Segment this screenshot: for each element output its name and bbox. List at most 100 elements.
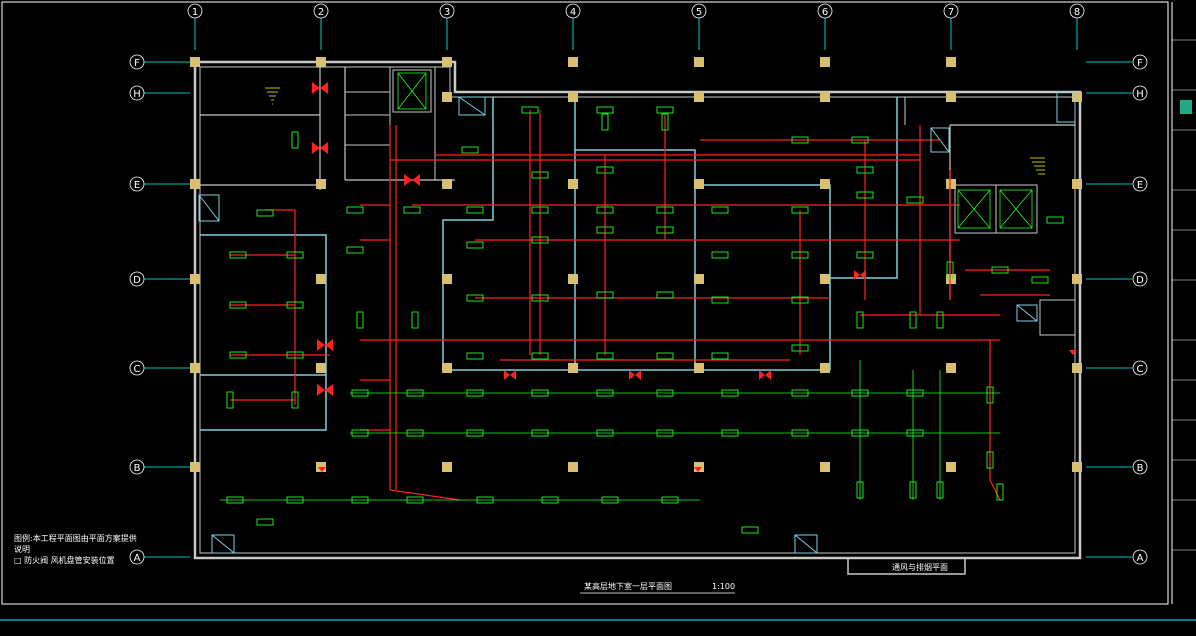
air-outlet-vertical	[986, 451, 994, 469]
air-outlet	[721, 429, 739, 437]
air-outlet	[656, 352, 674, 360]
air-outlet	[229, 351, 247, 359]
air-outlet	[351, 429, 369, 437]
air-outlet	[656, 206, 674, 214]
air-outlet	[531, 294, 549, 302]
air-outlet	[851, 389, 869, 397]
column	[442, 179, 452, 189]
axis-bubble	[439, 3, 455, 19]
air-outlet	[461, 146, 479, 154]
air-outlet	[541, 496, 559, 504]
stair	[265, 87, 1045, 175]
air-outlet	[711, 296, 729, 304]
column	[442, 462, 452, 472]
air-outlet-vertical	[291, 391, 299, 409]
air-outlet	[596, 389, 614, 397]
air-outlet	[791, 251, 809, 259]
column	[946, 57, 956, 67]
axis-bubble	[187, 3, 203, 19]
air-outlet	[1031, 276, 1049, 284]
column	[694, 92, 704, 102]
axis-label: 4	[570, 7, 576, 18]
column	[190, 179, 200, 189]
axis-label: B	[1137, 463, 1144, 474]
note-line-2: 说明	[14, 544, 30, 554]
air-outlet	[476, 496, 494, 504]
air-outlet	[596, 429, 614, 437]
air-outlet	[531, 429, 549, 437]
column	[190, 363, 200, 373]
air-outlet	[226, 496, 244, 504]
axis-bubble	[129, 549, 145, 565]
axis-label: C	[1137, 364, 1144, 375]
air-outlet	[711, 251, 729, 259]
air-outlet-vertical	[356, 311, 364, 329]
air-outlet-vertical	[291, 131, 299, 149]
column	[1072, 92, 1082, 102]
legend-note: □ 防火阀 风机盘管安装位置	[14, 555, 115, 565]
air-outlet	[466, 389, 484, 397]
axis-label: 8	[1074, 7, 1080, 18]
column	[316, 363, 326, 373]
axis-bubble	[129, 360, 145, 376]
air-outlet	[711, 206, 729, 214]
air-outlet-vertical	[936, 481, 944, 499]
note-line-1: 图例:本工程平面图由平面方案提供	[14, 533, 137, 543]
column	[316, 274, 326, 284]
axis-bubble	[691, 3, 707, 19]
air-outlet	[256, 518, 274, 526]
air-outlet	[466, 294, 484, 302]
air-outlet	[656, 226, 674, 234]
air-outlet	[656, 106, 674, 114]
column	[694, 57, 704, 67]
air-outlet	[856, 166, 874, 174]
structural-columns	[190, 57, 1082, 472]
axis-bubble	[1132, 54, 1148, 70]
column	[946, 92, 956, 102]
air-outlet	[286, 251, 304, 259]
air-outlet	[791, 344, 809, 352]
air-outlet	[286, 351, 304, 359]
air-outlet	[851, 136, 869, 144]
air-outlet	[466, 429, 484, 437]
air-outlet	[856, 251, 874, 259]
air-outlet-vertical	[996, 483, 1004, 501]
drawing-scale: 1:100	[712, 582, 735, 591]
air-outlet	[596, 106, 614, 114]
air-outlet-vertical	[661, 113, 669, 131]
air-outlet	[351, 496, 369, 504]
air-outlet	[741, 526, 759, 534]
column	[946, 179, 956, 189]
air-outlet	[521, 106, 539, 114]
air-outlet	[351, 389, 369, 397]
air-outlet	[656, 429, 674, 437]
air-outlet	[791, 296, 809, 304]
air-outlet-vertical	[936, 311, 944, 329]
axis-bubble	[129, 176, 145, 192]
air-outlet	[721, 389, 739, 397]
axis-bubble	[1132, 549, 1148, 565]
column	[316, 57, 326, 67]
air-outlet-vertical	[909, 481, 917, 499]
axis-label: 1	[192, 7, 198, 18]
air-outlet	[406, 389, 424, 397]
air-outlet	[851, 429, 869, 437]
air-outlet-vertical	[986, 386, 994, 404]
air-outlet	[406, 496, 424, 504]
air-outlet	[906, 196, 924, 204]
column	[1072, 274, 1082, 284]
air-outlet	[791, 389, 809, 397]
axis-bubble	[129, 271, 145, 287]
axis-bubble	[313, 3, 329, 19]
axis-bubble	[565, 3, 581, 19]
column	[568, 462, 578, 472]
air-outlet	[906, 429, 924, 437]
column	[316, 179, 326, 189]
axis-bubble	[817, 3, 833, 19]
axis-label: A	[1137, 553, 1144, 564]
air-outlet	[531, 389, 549, 397]
column	[442, 363, 452, 373]
column	[820, 274, 830, 284]
air-outlet	[656, 291, 674, 299]
axis-bubble	[1132, 360, 1148, 376]
